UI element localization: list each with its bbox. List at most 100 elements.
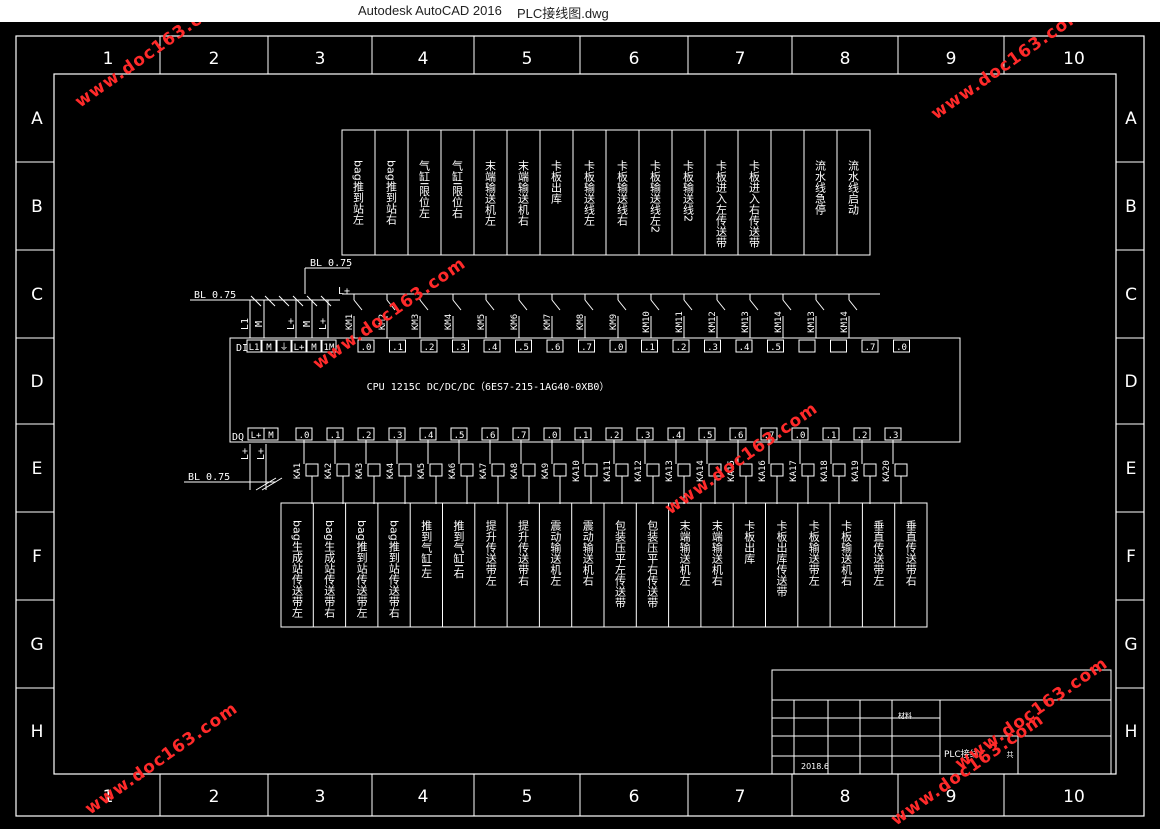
column-number-bottom: 9 — [946, 787, 957, 807]
output-label: 末端输送机右 — [710, 519, 723, 586]
di-terminal-label: .3 — [707, 343, 718, 353]
column-number-top: 7 — [735, 49, 746, 69]
column-number-top: 4 — [418, 49, 429, 69]
row-letter-left: C — [31, 285, 43, 305]
column-number-top: 9 — [946, 49, 957, 69]
output-relay-label: KA3 — [355, 463, 365, 479]
di-terminal-label: .5 — [770, 343, 781, 353]
contact-blade — [419, 299, 429, 311]
input-contact-label: KM2 — [378, 314, 388, 330]
input-contact-label: KM8 — [576, 314, 586, 330]
input-label: 卡板输送线右 — [616, 160, 629, 226]
dq-terminal-label: .7 — [764, 431, 775, 441]
dq-terminal-label: .5 — [702, 431, 713, 441]
dq-terminal-label: .1 — [578, 431, 589, 441]
watermark-text: www.doc163.com — [951, 653, 1111, 774]
di-terminal — [420, 339, 438, 353]
relay-coil — [522, 463, 536, 477]
row-letter-left: D — [30, 372, 43, 392]
row-letter-right: C — [1125, 285, 1137, 305]
sheet-label: 共 — [1007, 750, 1014, 759]
relay-coil — [336, 463, 350, 477]
output-relay-label: KA11 — [603, 460, 613, 482]
contact-blade — [452, 299, 462, 311]
row-letter-right: G — [1124, 635, 1137, 655]
column-number-top: 1 — [103, 49, 114, 69]
di-terminal-label: .1 — [644, 343, 655, 353]
input-contact-label: KM9 — [609, 314, 619, 330]
row-letter-right: A — [1125, 109, 1137, 129]
wire-tick — [250, 295, 262, 307]
watermark-text: www.doc163.com — [309, 253, 469, 374]
di-terminal — [830, 339, 847, 353]
relay-coil — [460, 463, 474, 477]
output-relay-label: KA12 — [634, 460, 644, 482]
input-label: bag推到站左 — [352, 160, 365, 225]
contact-blade — [848, 299, 858, 311]
di-power-label: M — [311, 343, 317, 353]
column-number-bottom: 10 — [1063, 787, 1085, 807]
input-label: 气缸I限位右 — [451, 159, 464, 219]
power-label: L+ — [256, 448, 267, 460]
input-contact-label: KM4 — [444, 314, 454, 330]
input-contact-label: KM5 — [477, 314, 487, 330]
output-label: 卡板输送机右 — [840, 520, 853, 586]
row-letter-right: E — [1126, 459, 1137, 479]
contact-blade — [617, 299, 627, 311]
di-terminal-label: .0 — [613, 343, 624, 353]
di-terminal-label: .6 — [550, 343, 561, 353]
contact-blade — [716, 299, 726, 311]
output-label: 包装压平左传送带 — [614, 520, 627, 609]
input-contact-label: KM12 — [708, 311, 718, 333]
column-number-bottom: 1 — [103, 787, 114, 807]
dq-terminal-label: .2 — [361, 431, 372, 441]
contact-blade — [650, 299, 660, 311]
dq-terminal-label: .1 — [330, 431, 341, 441]
output-relay-label: KA18 — [820, 460, 830, 482]
output-label: 卡板出库传送带 — [775, 520, 788, 598]
di-terminal — [798, 339, 816, 353]
di-terminal — [578, 339, 595, 353]
di-power-terminal — [321, 339, 337, 353]
di-terminal — [452, 339, 469, 353]
contact-blade — [551, 299, 561, 311]
dq-terminal-label: .0 — [547, 431, 558, 441]
input-label: 卡板输送线左 — [583, 160, 596, 226]
dq-terminal-label: .4 — [423, 431, 434, 441]
contact-blade — [485, 299, 495, 311]
relay-coil — [677, 463, 691, 477]
column-number-top: 6 — [629, 49, 640, 69]
window-title-bar: Autodesk AutoCAD 2016 PLC接线图.dwg — [0, 0, 1160, 22]
dq-power-label: M — [268, 431, 274, 441]
output-label: 垂直传送带左 — [872, 520, 885, 586]
di-power-terminal — [246, 339, 262, 353]
contact-blade — [353, 299, 363, 311]
di-terminal-label: .4 — [487, 343, 498, 353]
dq-terminal-label: .6 — [485, 431, 496, 441]
column-number-bottom: 2 — [209, 787, 220, 807]
relay-coil — [894, 463, 908, 477]
title-block — [771, 669, 1112, 775]
di-terminal — [515, 339, 532, 353]
input-label: 末端输送机左 — [484, 159, 497, 226]
di-terminal — [672, 339, 690, 353]
dq-label: DQ — [232, 432, 244, 443]
power-label: M — [254, 321, 265, 327]
dq-terminal-label: .3 — [640, 431, 651, 441]
di-terminal — [389, 339, 406, 353]
output-label: bag推到站传送带左 — [355, 520, 368, 618]
input-label: 流水线急停 — [814, 159, 827, 216]
relay-coil — [863, 463, 877, 477]
dq-power-label: L+ — [251, 431, 262, 441]
column-number-top: 2 — [209, 49, 220, 69]
di-terminal — [767, 339, 784, 353]
output-label: 卡板出库 — [743, 520, 756, 565]
output-label: bag生成站传送带右 — [323, 520, 336, 618]
relay-coil — [367, 463, 381, 477]
di-terminal — [704, 339, 721, 353]
drawing-name: PLC接线 — [944, 748, 979, 760]
contact-blade — [584, 299, 594, 311]
row-letter-left: F — [32, 547, 42, 567]
input-contact-label: KM6 — [510, 314, 520, 330]
